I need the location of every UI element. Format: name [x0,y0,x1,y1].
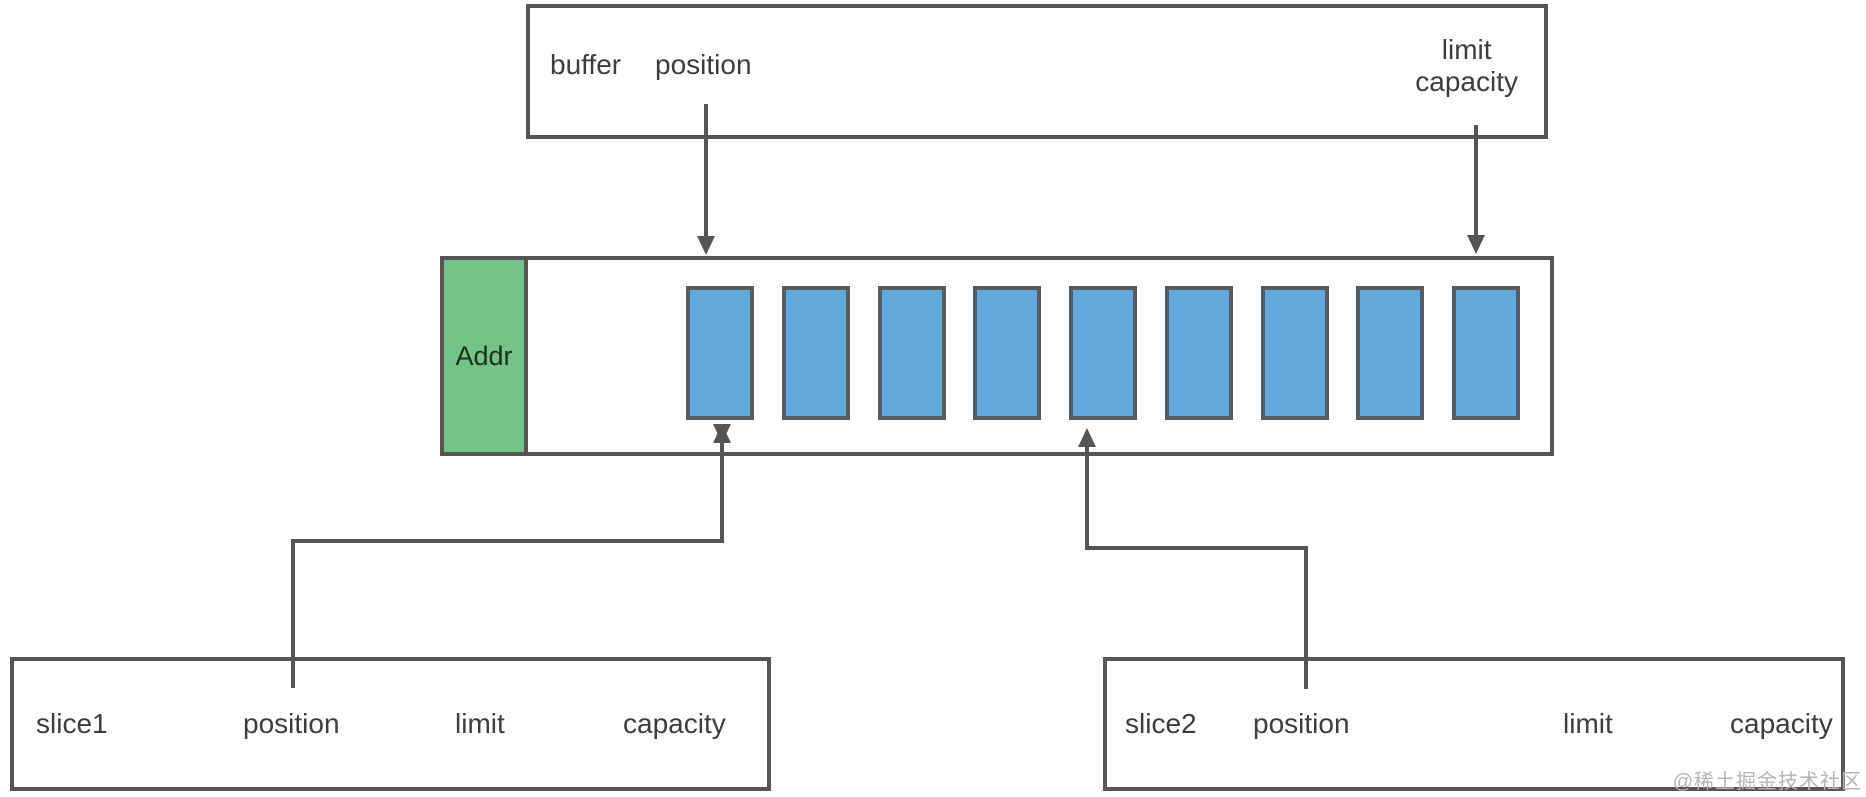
memory-cell [686,286,754,420]
buffer-limit-label: limit [1441,34,1492,65]
memory-cell [877,286,946,420]
memory-cell-row [686,286,1520,420]
memory-cell [1164,286,1233,420]
buffer-label: buffer [550,49,622,80]
slice2-position-connector [1078,428,1308,689]
buffer-position-label: position [655,49,752,80]
memory-cell [781,286,850,420]
slice1-capacity-label: capacity [623,708,726,739]
buffer-capacity-label: capacity [1415,66,1518,97]
watermark-text: @稀土掘金技术社区 [1672,771,1862,793]
buffer-position-arrow [697,104,715,255]
buffer-limit-capacity-arrow [1467,125,1485,254]
memory-cell [1069,286,1137,420]
memory-cell [973,286,1042,420]
slice2-name-label: slice2 [1125,708,1197,739]
slice1-position-label: position [243,708,340,739]
addr-block: Addr [440,256,528,456]
slice1-box: slice1 position limit capacity [10,657,771,791]
memory-cell [1356,286,1425,420]
slice1-position-connector [291,424,731,688]
memory-buffer-box: Addr [440,256,1554,456]
slice1-name-label: slice1 [36,708,108,739]
buffer-limit-capacity-block: limit capacity [1415,34,1518,98]
memory-cell [1260,286,1329,420]
memory-cell [1452,286,1520,420]
slice1-limit-label: limit [455,708,505,739]
slice2-limit-label: limit [1563,708,1613,739]
buffer-object-box: buffer position limit capacity [526,4,1548,139]
slice2-position-label: position [1253,708,1350,739]
slice2-capacity-label: capacity [1730,708,1833,739]
slice2-box: slice2 position limit capacity [1103,657,1845,791]
addr-label: Addr [455,340,513,371]
